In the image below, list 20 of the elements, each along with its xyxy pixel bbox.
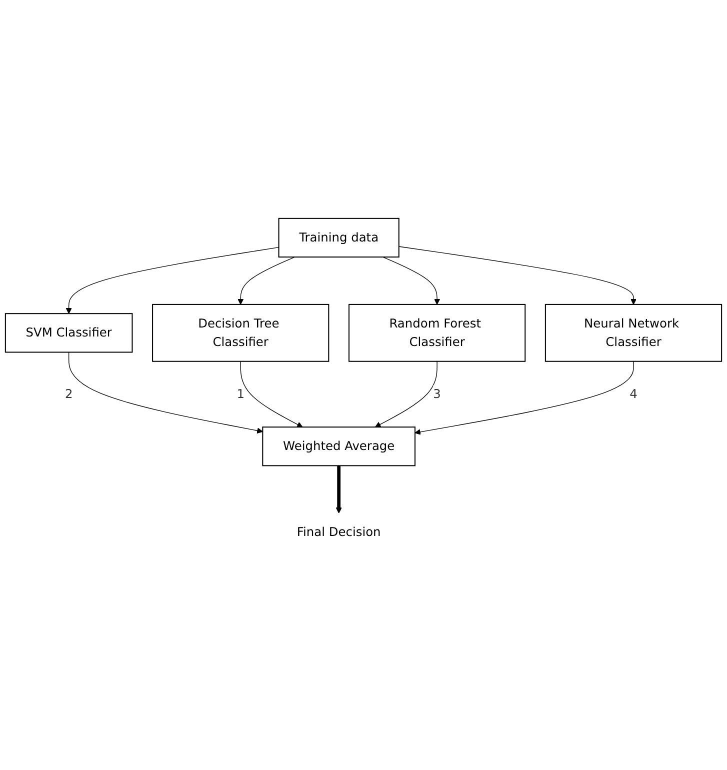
arrow	[68, 352, 263, 434]
edge-label: 2	[64, 387, 73, 402]
arrow	[398, 246, 636, 305]
arrow	[374, 360, 438, 428]
node-box: Neural Network Classifier	[544, 304, 722, 362]
edge-label: 4	[630, 387, 638, 402]
edge-label: 3	[433, 387, 441, 402]
arrow	[238, 256, 296, 305]
node-box: Training data	[278, 218, 400, 258]
node-box: Weighted Average	[262, 426, 416, 466]
node-text: Final Decision	[296, 525, 381, 540]
arrow	[66, 246, 280, 314]
node-box: Random Forest Classifier	[348, 304, 526, 362]
node-box: SVM Classifier	[4, 313, 133, 353]
arrow	[336, 466, 342, 514]
node-box: Decision Tree Classifier	[152, 304, 330, 362]
arrow	[240, 360, 303, 428]
arrow	[382, 256, 440, 305]
arrow	[414, 360, 634, 435]
edge-label: 1	[236, 387, 244, 402]
